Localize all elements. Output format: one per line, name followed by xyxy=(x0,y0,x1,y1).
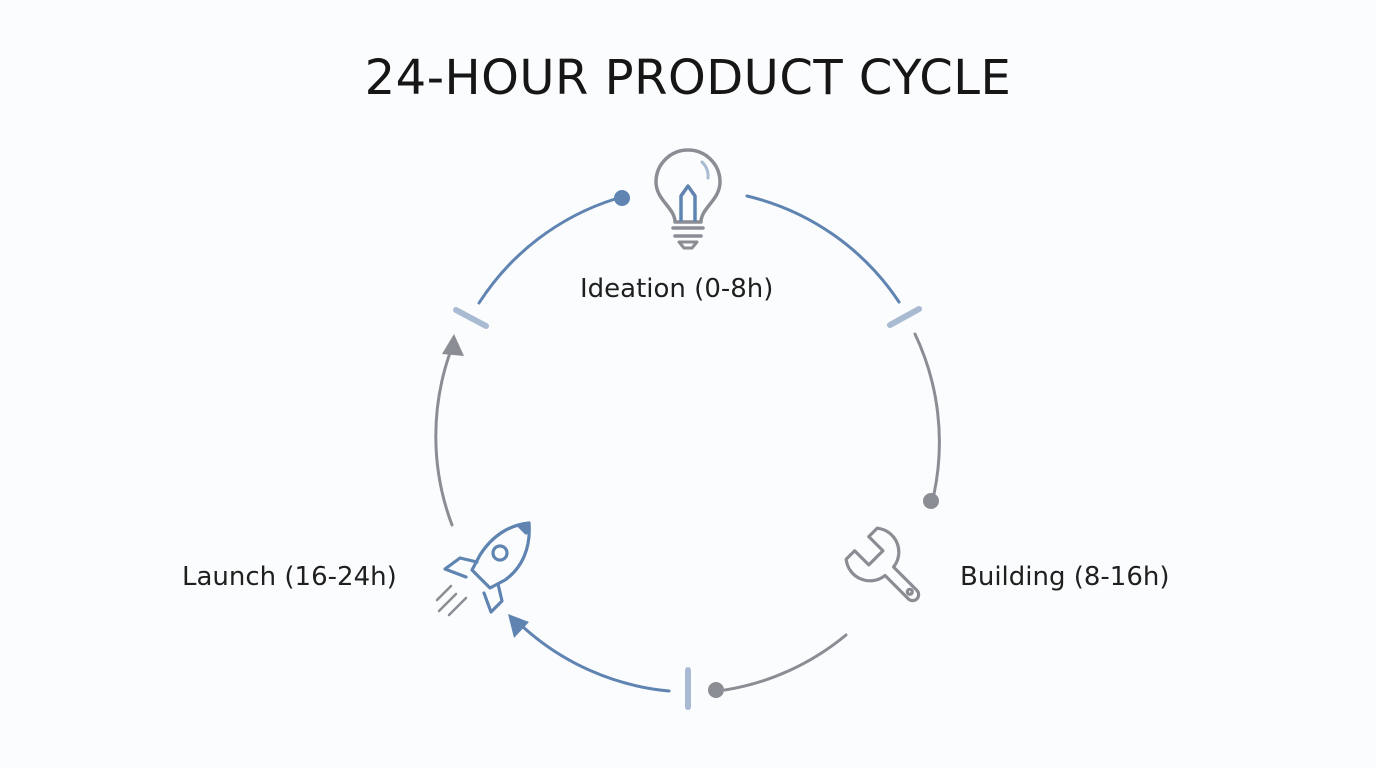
divider-tick-top-right xyxy=(887,306,922,328)
rocket-icon xyxy=(435,521,531,617)
divider-tick-top-left xyxy=(453,307,489,329)
stage-label-launch: Launch (16-24h) xyxy=(182,562,397,592)
arc-ideation-left xyxy=(477,197,617,305)
wrench-icon xyxy=(844,526,921,603)
page-title: 24-HOUR PRODUCT CYCLE xyxy=(364,50,1012,106)
arc-end-dot-gray-bottom xyxy=(708,682,724,698)
arrowhead-launch xyxy=(508,614,529,638)
arc-launch-bottom xyxy=(520,624,671,693)
stage-label-building: Building (8-16h) xyxy=(960,562,1170,592)
arc-building-right xyxy=(913,332,941,496)
arc-end-dot-blue xyxy=(614,190,630,206)
stage-label-ideation: Ideation (0-8h) xyxy=(580,274,774,304)
arc-launch-left xyxy=(434,348,454,527)
arc-end-dot-gray-right xyxy=(923,493,939,509)
arc-building-bottom xyxy=(723,633,848,692)
arrowhead-up xyxy=(442,334,464,356)
arc-ideation-right xyxy=(745,194,901,304)
lightbulb-icon xyxy=(654,148,722,250)
